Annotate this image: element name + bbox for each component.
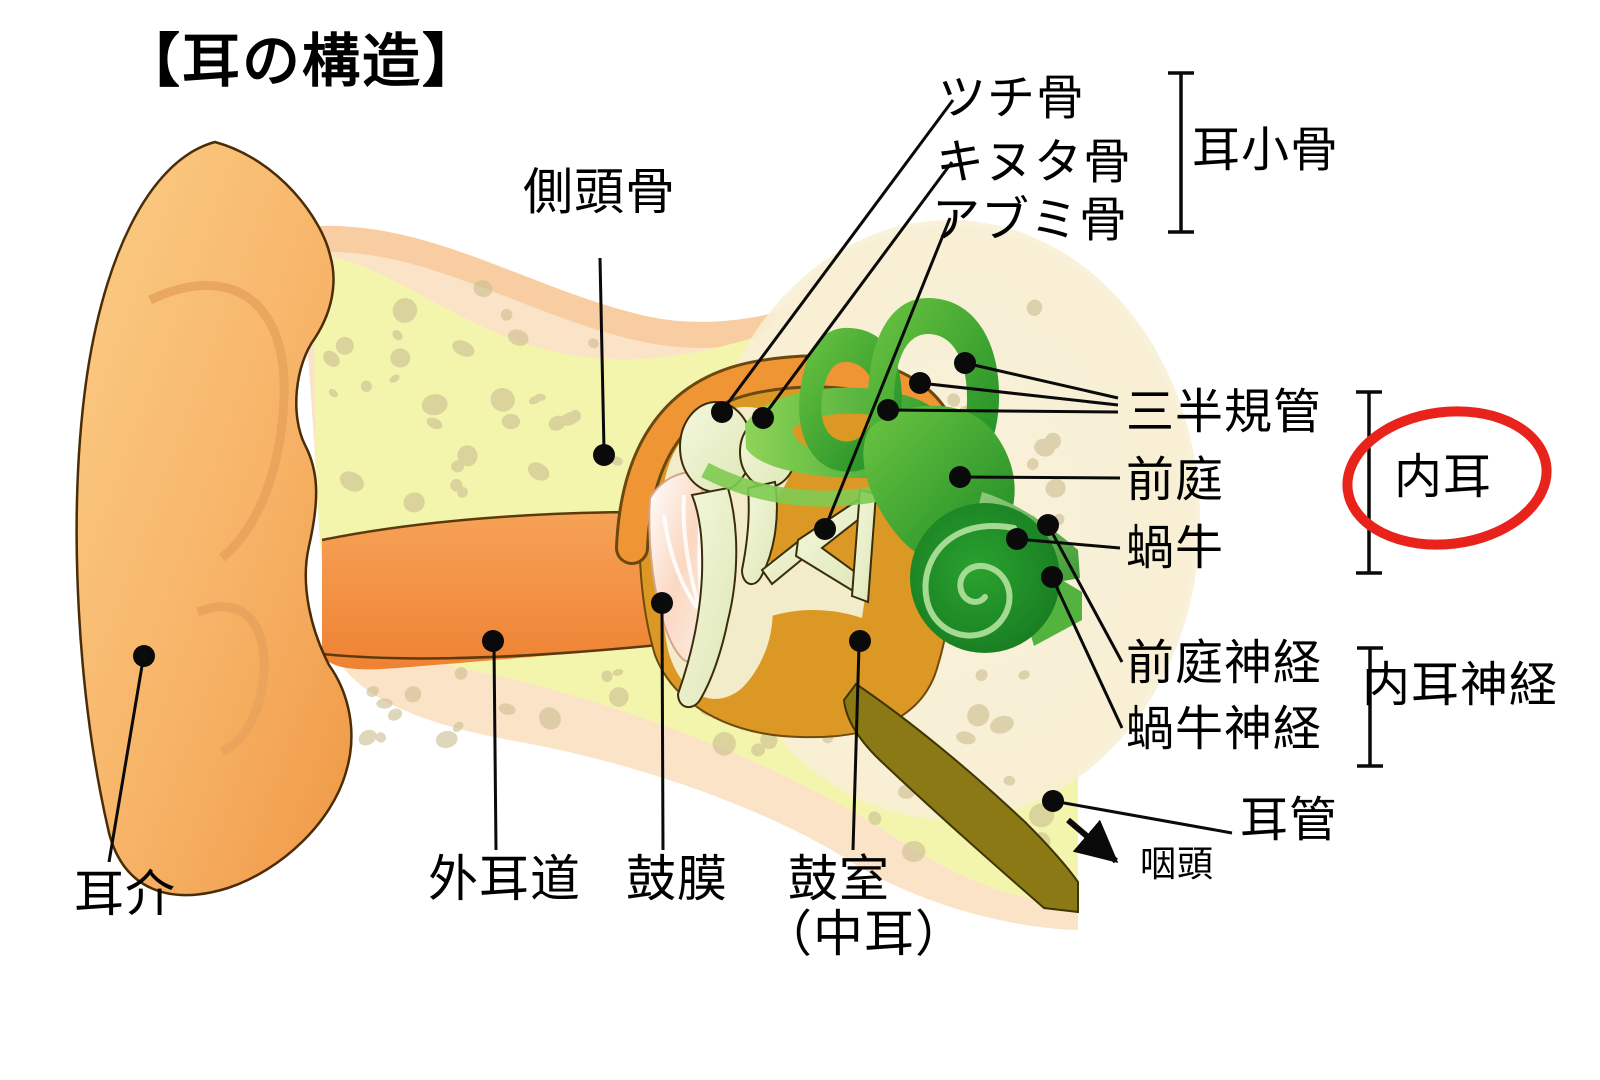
label-cochlear-nerve: 蝸牛神経 (1126, 703, 1323, 756)
diagram-title: 【耳の構造】 (122, 29, 483, 94)
label-vestibule: 前庭 (1126, 454, 1225, 507)
eustachian-tube-shape (842, 682, 1079, 914)
annotation-lines (107, 99, 1233, 863)
inner-ear-nerve-bracket (1357, 646, 1383, 768)
group-brackets (1168, 71, 1383, 768)
inner-ear-bracket (1356, 390, 1382, 575)
cochlea-spiral (922, 523, 1017, 639)
label-stapes: アブミ骨 (932, 194, 1129, 247)
pharynx-arrow (1066, 817, 1119, 864)
label-semicircular-canals: 三半規管 (1126, 386, 1323, 439)
label-incus: キヌタ骨 (936, 136, 1133, 189)
label-cochlea: 蝸牛 (1126, 522, 1225, 575)
ossicles-bracket (1168, 71, 1194, 234)
inner-ear-group (701, 298, 1082, 653)
label-inner-ear: 内耳 (1394, 451, 1493, 504)
label-tympanic-cavity: 鼓室 (788, 851, 890, 907)
label-tympanic-cavity-sub: （中耳） (762, 906, 966, 962)
pinna-folds (148, 281, 289, 757)
pinna-shape (75, 140, 353, 897)
malleus-handle-shape (676, 486, 738, 709)
label-temporal-bone: 側頭骨 (523, 164, 676, 220)
label-ear-canal: 外耳道 (428, 851, 581, 907)
label-pharynx: 咽頭 (1140, 843, 1215, 884)
ear-canal-shape (321, 510, 708, 670)
label-ossicles: 耳小骨 (1192, 124, 1340, 177)
label-auricle: 耳介 (74, 866, 176, 922)
annotation-dots (133, 352, 1064, 812)
label-eardrum: 鼓膜 (626, 851, 728, 907)
label-vestibular-nerve: 前庭神経 (1126, 637, 1323, 690)
ossicles-group (676, 401, 878, 709)
label-vestibulocochlear-nerve: 内耳神経 (1362, 659, 1559, 712)
label-malleus: ツチ骨 (938, 72, 1086, 125)
incus-limb-shape (740, 480, 778, 585)
red-circle-annotation (1342, 406, 1552, 550)
label-eustachian-tube: 耳管 (1240, 794, 1339, 847)
